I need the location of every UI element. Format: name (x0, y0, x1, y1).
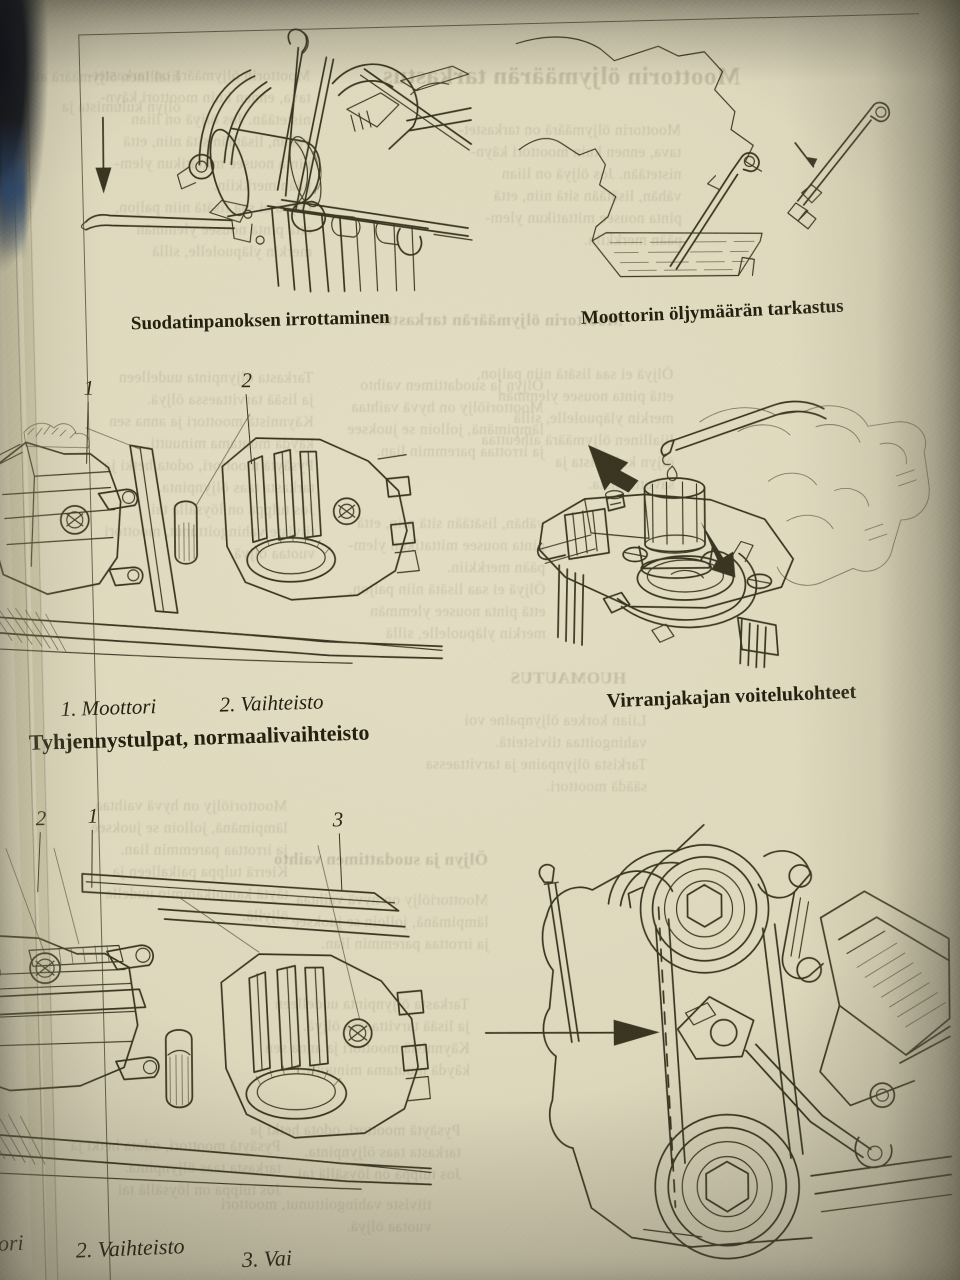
callout-number: 2 (241, 368, 253, 393)
callout-number: 3 (332, 807, 344, 832)
legend-item-2: 2. Vaihteisto (219, 689, 324, 717)
book-spine-highlight (0, 120, 26, 260)
arrow-belt-pointer (484, 1019, 660, 1046)
arrow-lubrication-point-1 (588, 444, 639, 493)
page-shading-right (785, 0, 960, 1280)
arrow-lubrication-point-2 (700, 521, 736, 578)
oil-level-hatching (609, 240, 755, 271)
page-shadow-top (0, 0, 960, 89)
page-glow-bottom (0, 1089, 960, 1280)
dipstick-inserted (669, 152, 760, 277)
